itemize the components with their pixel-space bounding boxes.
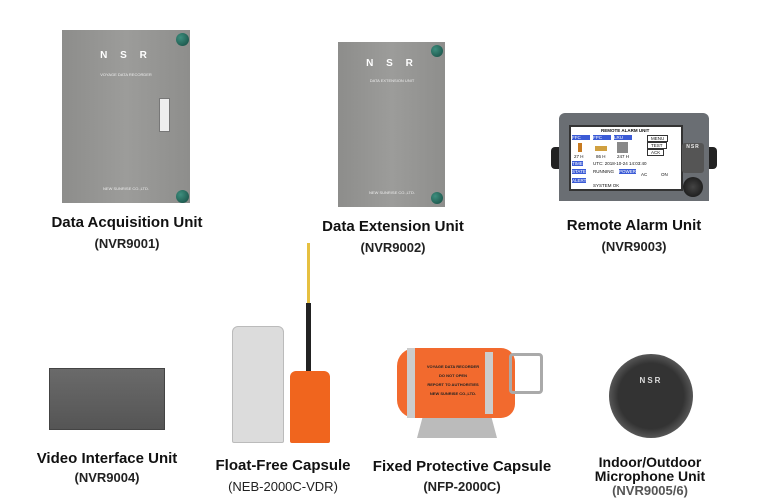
screen-value: 27 H: [574, 154, 584, 159]
product-name: Data Acquisition Unit: [51, 214, 203, 231]
product-model: (NVR9001): [94, 236, 160, 251]
screen-test-button: TEST: [647, 142, 667, 149]
brand-logo: N S R: [100, 50, 152, 61]
product-model: (NVR9005/6): [612, 483, 688, 498]
screen-tab: FPC: [593, 135, 611, 140]
product-name: Data Extension Unit: [322, 218, 464, 235]
product-name: Indoor/Outdoor Microphone Unit: [595, 455, 705, 483]
product-name-line1: Indoor/Outdoor: [598, 454, 702, 470]
rotary-knob: [683, 177, 703, 197]
product-model: (NFP-2000C): [423, 479, 501, 494]
screen-menu-button: MENU: [647, 135, 669, 142]
screen-value: 86 H: [596, 154, 606, 159]
panel-maker: NEW SUNRISE CO.,LTD.: [369, 190, 415, 195]
state-value: RUNNING: [593, 169, 614, 174]
fixed-protective-capsule-image: VOYAGE DATA RECORDER DO NOT OPEN REPORT …: [397, 348, 543, 440]
power-value: AC: [641, 172, 648, 177]
capsule-text: NEW SUNRISE CO.,LTD.: [429, 391, 477, 396]
microphone-unit-image: NSR: [609, 354, 693, 438]
panel-title: DATA EXTENSION UNIT: [369, 78, 415, 83]
data-acquisition-unit-image: N S R VOYAGE DATA RECORDER NEW SUNRISE C…: [62, 30, 190, 203]
panel-title: VOYAGE DATA RECORDER: [100, 72, 152, 77]
alert-value: SYSTEM OK: [593, 183, 620, 188]
screen-tab: FFC: [572, 135, 590, 140]
product-model: (NVR9002): [360, 240, 426, 255]
screen-value: 247 H: [617, 154, 630, 159]
brand-logo: N S R: [366, 58, 418, 69]
alarm-screen: REMOTE ALARM UNIT FFC FPC LRU 27 H 86 H …: [569, 125, 683, 191]
screen-ack-button: ACK: [647, 149, 665, 156]
capsule-text: DO NOT OPEN: [438, 373, 467, 378]
video-interface-unit-image: [49, 368, 165, 430]
time-value: UTC: 2018-10-24 14:03:40: [593, 161, 647, 166]
time-label: TIME: [572, 161, 583, 166]
product-name: Fixed Protective Capsule: [372, 458, 552, 475]
power-label: POWER: [619, 169, 637, 174]
product-name: Video Interface Unit: [36, 450, 178, 467]
panel-maker: NEW SUNRISE CO.,LTD.: [103, 186, 149, 191]
state-label: STATE: [572, 169, 586, 174]
power-value: ON: [661, 172, 668, 177]
bezel-brand: NSR: [686, 144, 700, 150]
screen-title: REMOTE ALARM UNIT: [601, 128, 650, 133]
product-name-line2: Microphone Unit: [594, 468, 706, 484]
screen-tab: LRU: [614, 135, 632, 140]
alert-label: ALERT: [572, 178, 587, 183]
capsule-text: REPORT TO AUTHORITIES: [427, 382, 479, 387]
product-name: Remote Alarm Unit: [566, 217, 702, 234]
grille-brand: NSR: [639, 376, 663, 385]
float-free-capsule-image: [232, 243, 332, 443]
product-model: (NEB-2000C-VDR): [228, 479, 338, 494]
product-name: Float-Free Capsule: [215, 457, 351, 474]
door-handle: [159, 98, 170, 132]
product-model: (NVR9003): [601, 239, 667, 254]
product-model: (NVR9004): [74, 470, 140, 485]
capsule-text: VOYAGE DATA RECORDER: [426, 364, 480, 369]
data-extension-unit-image: N S R DATA EXTENSION UNIT NEW SUNRISE CO…: [338, 42, 445, 207]
remote-alarm-unit-image: REMOTE ALARM UNIT FFC FPC LRU 27 H 86 H …: [547, 113, 720, 201]
